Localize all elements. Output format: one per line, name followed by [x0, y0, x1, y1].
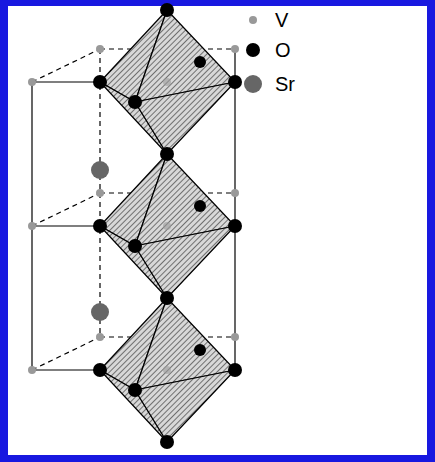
- legend-swatch-dot: [246, 43, 260, 57]
- legend-swatch: [245, 42, 261, 58]
- legend-swatch: [248, 15, 258, 25]
- legend-swatch-dot: [249, 16, 257, 24]
- legend-label: V: [275, 10, 288, 30]
- legend-label: O: [275, 40, 291, 60]
- legend-swatch: [243, 74, 263, 94]
- legend-label: Sr: [275, 74, 295, 94]
- legend-swatch-dot: [244, 75, 262, 93]
